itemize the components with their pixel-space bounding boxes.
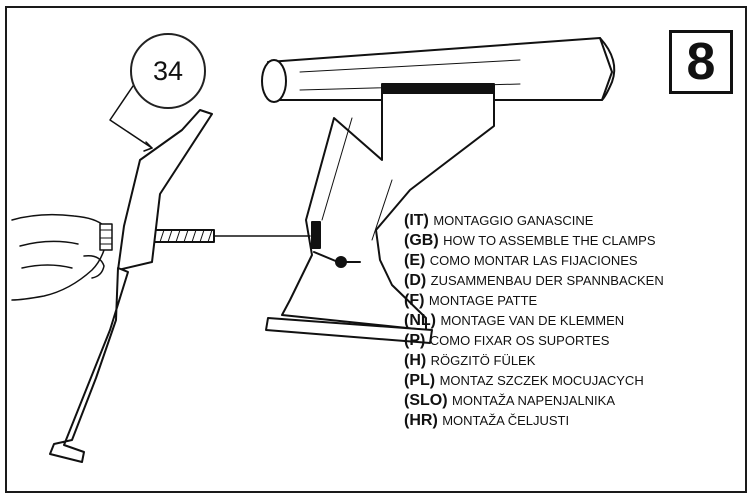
part-number-callout: 34 [130, 33, 206, 109]
multilingual-caption-list: (IT) MONTAGGIO GANASCINE (GB) HOW TO ASS… [404, 211, 664, 431]
caption-gb: (GB) HOW TO ASSEMBLE THE CLAMPS [404, 232, 656, 249]
threaded-bolt [149, 229, 311, 243]
callout-leader [109, 85, 153, 152]
caption-f: (F) MONTAGE PATTE [404, 292, 538, 309]
caption-nl: (NL) MONTAGE VAN DE KLEMMEN [404, 312, 625, 329]
caption-d: (D) ZUSAMMENBAU DER SPANNBACKEN [404, 272, 664, 289]
hand-illustration [11, 213, 113, 301]
figure-number-badge: 8 [669, 30, 733, 94]
support-foot [265, 83, 495, 344]
caption-slo: (SLO) MONTAŽA NAPENJALNIKA [404, 392, 616, 409]
caption-hr: (HR) MONTAŽA ČELJUSTI [404, 412, 570, 429]
caption-pl: (PL) MONTAZ SZCZEK MOCUJACYCH [404, 372, 644, 389]
caption-it: (IT) MONTAGGIO GANASCINE [404, 212, 594, 229]
clamp-plate [49, 109, 213, 463]
caption-h: (H) RÖGZITÖ FÜLEK [404, 352, 536, 369]
caption-p: (P) COMO FIXAR OS SUPORTES [404, 332, 610, 349]
caption-e: (E) COMO MONTAR LAS FIJACIONES [404, 252, 638, 269]
